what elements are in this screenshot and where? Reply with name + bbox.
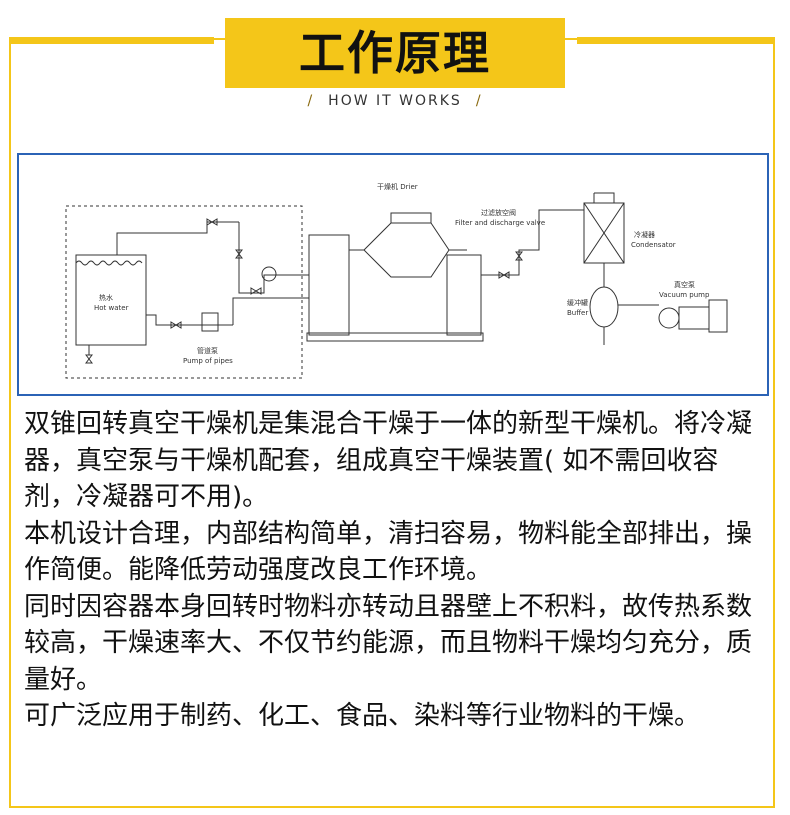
- pipe-to-condenser: [481, 209, 584, 276]
- pipe-bottom: [146, 314, 233, 326]
- top-bar-right: [577, 37, 775, 44]
- label-hot-water-cn: 热水: [99, 293, 113, 302]
- label-buffer-cn: 缓冲罐: [567, 298, 588, 307]
- title-highlight: [225, 18, 565, 88]
- valve-bottom: [170, 321, 182, 329]
- buffer-tank: [589, 286, 619, 328]
- valve-right: [250, 287, 262, 295]
- valve-top: [206, 218, 218, 226]
- label-pump-pipes-en: Pump of pipes: [183, 357, 233, 365]
- subtitle-text: HOW IT WORKS: [328, 93, 462, 109]
- drier-left-bearing: [308, 234, 350, 336]
- description-paragraph: 可广泛应用于制药、化工、食品、染料等行业物料的干燥。: [24, 701, 701, 731]
- valve-vertical: [235, 249, 243, 259]
- drier-right-bearing: [446, 254, 482, 336]
- subtitle-slash-right: /: [475, 93, 483, 109]
- top-bar-left: [9, 37, 214, 44]
- vacuum-pump-motor: [678, 306, 710, 330]
- condenser-top: [593, 192, 615, 203]
- description-paragraph: 本机设计合理，内部结构简单，清扫容易，物料能全部排出，操作简便。能降低劳动强度改…: [24, 518, 753, 586]
- process-diagram-svg: 干燥机 Drier 过滤放空阀 Filter and discharge val…: [65, 182, 728, 379]
- vacuum-pump-body: [658, 307, 680, 329]
- drier-base: [306, 332, 484, 342]
- pipe-pump: [201, 312, 219, 332]
- description-paragraph: 双锥回转真空干燥机是集混合干燥于一体的新型干燥机。将冷凝器，真空泵与干燥机配套，…: [24, 409, 753, 512]
- description: 双锥回转真空干燥机是集混合干燥于一体的新型干燥机。将冷凝器，真空泵与干燥机配套，…: [24, 406, 769, 735]
- pressure-gauge: [261, 266, 277, 282]
- valve-drain: [85, 354, 93, 364]
- label-vacuum-pump-cn: 真空泵: [674, 280, 695, 289]
- label-drier: 干燥机 Drier: [377, 182, 418, 191]
- pipe-top: [116, 221, 239, 255]
- label-vacuum-pump-en: Vacuum pump: [659, 291, 710, 299]
- process-diagram: 干燥机 Drier 过滤放空阀 Filter and discharge val…: [17, 153, 769, 396]
- condenser-cross: [583, 202, 625, 264]
- label-condensator-cn: 冷凝器: [634, 230, 655, 239]
- pipe-right-bottom: [232, 297, 309, 325]
- label-filter-en: Filter and discharge valve: [455, 219, 545, 227]
- discharge-valve: [515, 251, 523, 261]
- pipe-right-top: [238, 222, 309, 294]
- double-cone-vessel: [363, 222, 450, 278]
- filter-valve: [498, 271, 510, 279]
- subtitle-slash-left: /: [307, 93, 315, 109]
- label-buffer-en: Buffer: [567, 309, 588, 317]
- cone-inlet: [390, 212, 432, 223]
- heater-enclosure: [65, 205, 303, 379]
- label-pump-pipes-cn: 管道泵: [197, 346, 218, 355]
- subtitle: / HOW IT WORKS /: [255, 93, 535, 109]
- hot-water-tank: [75, 254, 147, 346]
- label-condensator-en: Condensator: [631, 241, 676, 249]
- water-surface: [75, 260, 143, 266]
- label-filter-cn: 过滤放空阀: [481, 208, 516, 217]
- page-title: 工作原理: [299, 26, 491, 80]
- vacuum-pump-tank: [708, 299, 728, 333]
- description-paragraph: 同时因容器本身回转时物料亦转动且器壁上不积料，故传热系数较高，干燥速率大、不仅节…: [24, 591, 753, 695]
- label-hot-water-en: Hot water: [94, 304, 129, 312]
